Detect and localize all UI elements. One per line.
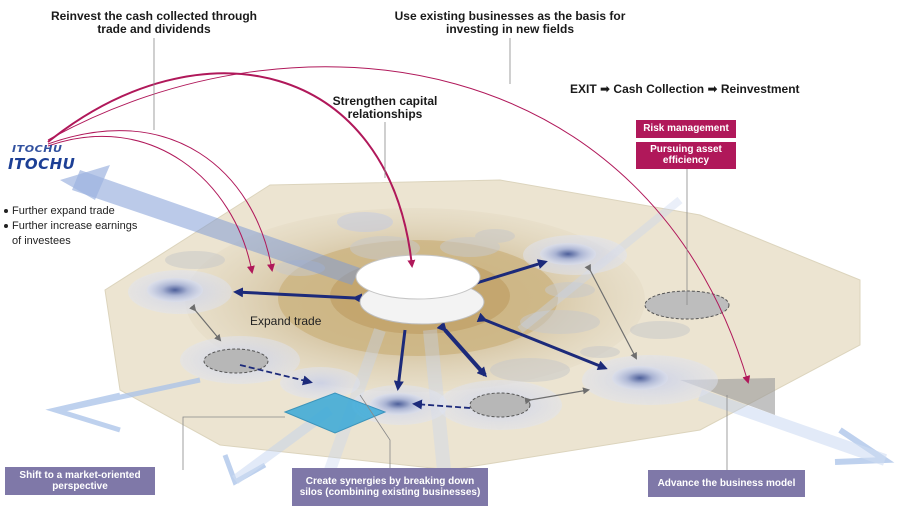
risk-management-tag: Risk management: [636, 120, 736, 138]
itochu-logo-main: ITOCHU: [8, 156, 75, 172]
gray-arrows: [189, 263, 637, 405]
cash-collection-label: Cash Collection: [613, 82, 705, 96]
node-right: [582, 355, 718, 405]
exit-label: EXIT: [570, 82, 597, 96]
node-left: [128, 270, 232, 314]
exit-flow: EXIT ➡ Cash Collection ➡ Reinvestment: [570, 83, 810, 96]
arrow-right-icon: ➡: [600, 82, 611, 96]
node-lower-left: [180, 336, 300, 384]
arrow-right-icon: ➡: [707, 82, 718, 96]
node-bottom-right: [438, 380, 562, 430]
itochu-logo: ITOCHU: [12, 145, 62, 155]
magenta-arcs: [47, 66, 751, 384]
advance-model-box: Advance the business model: [648, 470, 805, 497]
create-synergies-box: Create synergies by breaking down silos …: [292, 468, 488, 506]
pursuing-asset-tag: Pursuing asset efficiency: [636, 142, 736, 169]
node-top-right: [523, 235, 627, 275]
use-existing-label: Use existing businesses as the basis for…: [394, 9, 626, 36]
center-arrows: [233, 259, 608, 391]
bullet-list: Further expand trade Further increase ea…: [4, 204, 137, 249]
logo-text: ITOCHU: [8, 155, 76, 173]
expand-trade-label: Expand trade: [250, 314, 322, 328]
center-hub: [355, 254, 485, 325]
dashed-arrows: [239, 364, 471, 410]
strengthen-label: Strengthen capital relationships: [332, 94, 438, 121]
logo-text-top: ITOCHU: [12, 144, 63, 155]
bullet-item: Further increase earnings: [4, 219, 137, 234]
shift-market-box: Shift to a market-oriented perspective: [5, 467, 155, 495]
bullet-item: Further expand trade: [4, 204, 137, 219]
reinvest-label: Reinvest the cash collected through trad…: [50, 9, 258, 36]
leader-lines: [153, 38, 728, 470]
node-small-mid: [280, 367, 360, 399]
bullet-item: of investees: [12, 235, 71, 247]
synergy-diamond: [283, 392, 387, 434]
reinvestment-label: Reinvestment: [720, 82, 800, 96]
